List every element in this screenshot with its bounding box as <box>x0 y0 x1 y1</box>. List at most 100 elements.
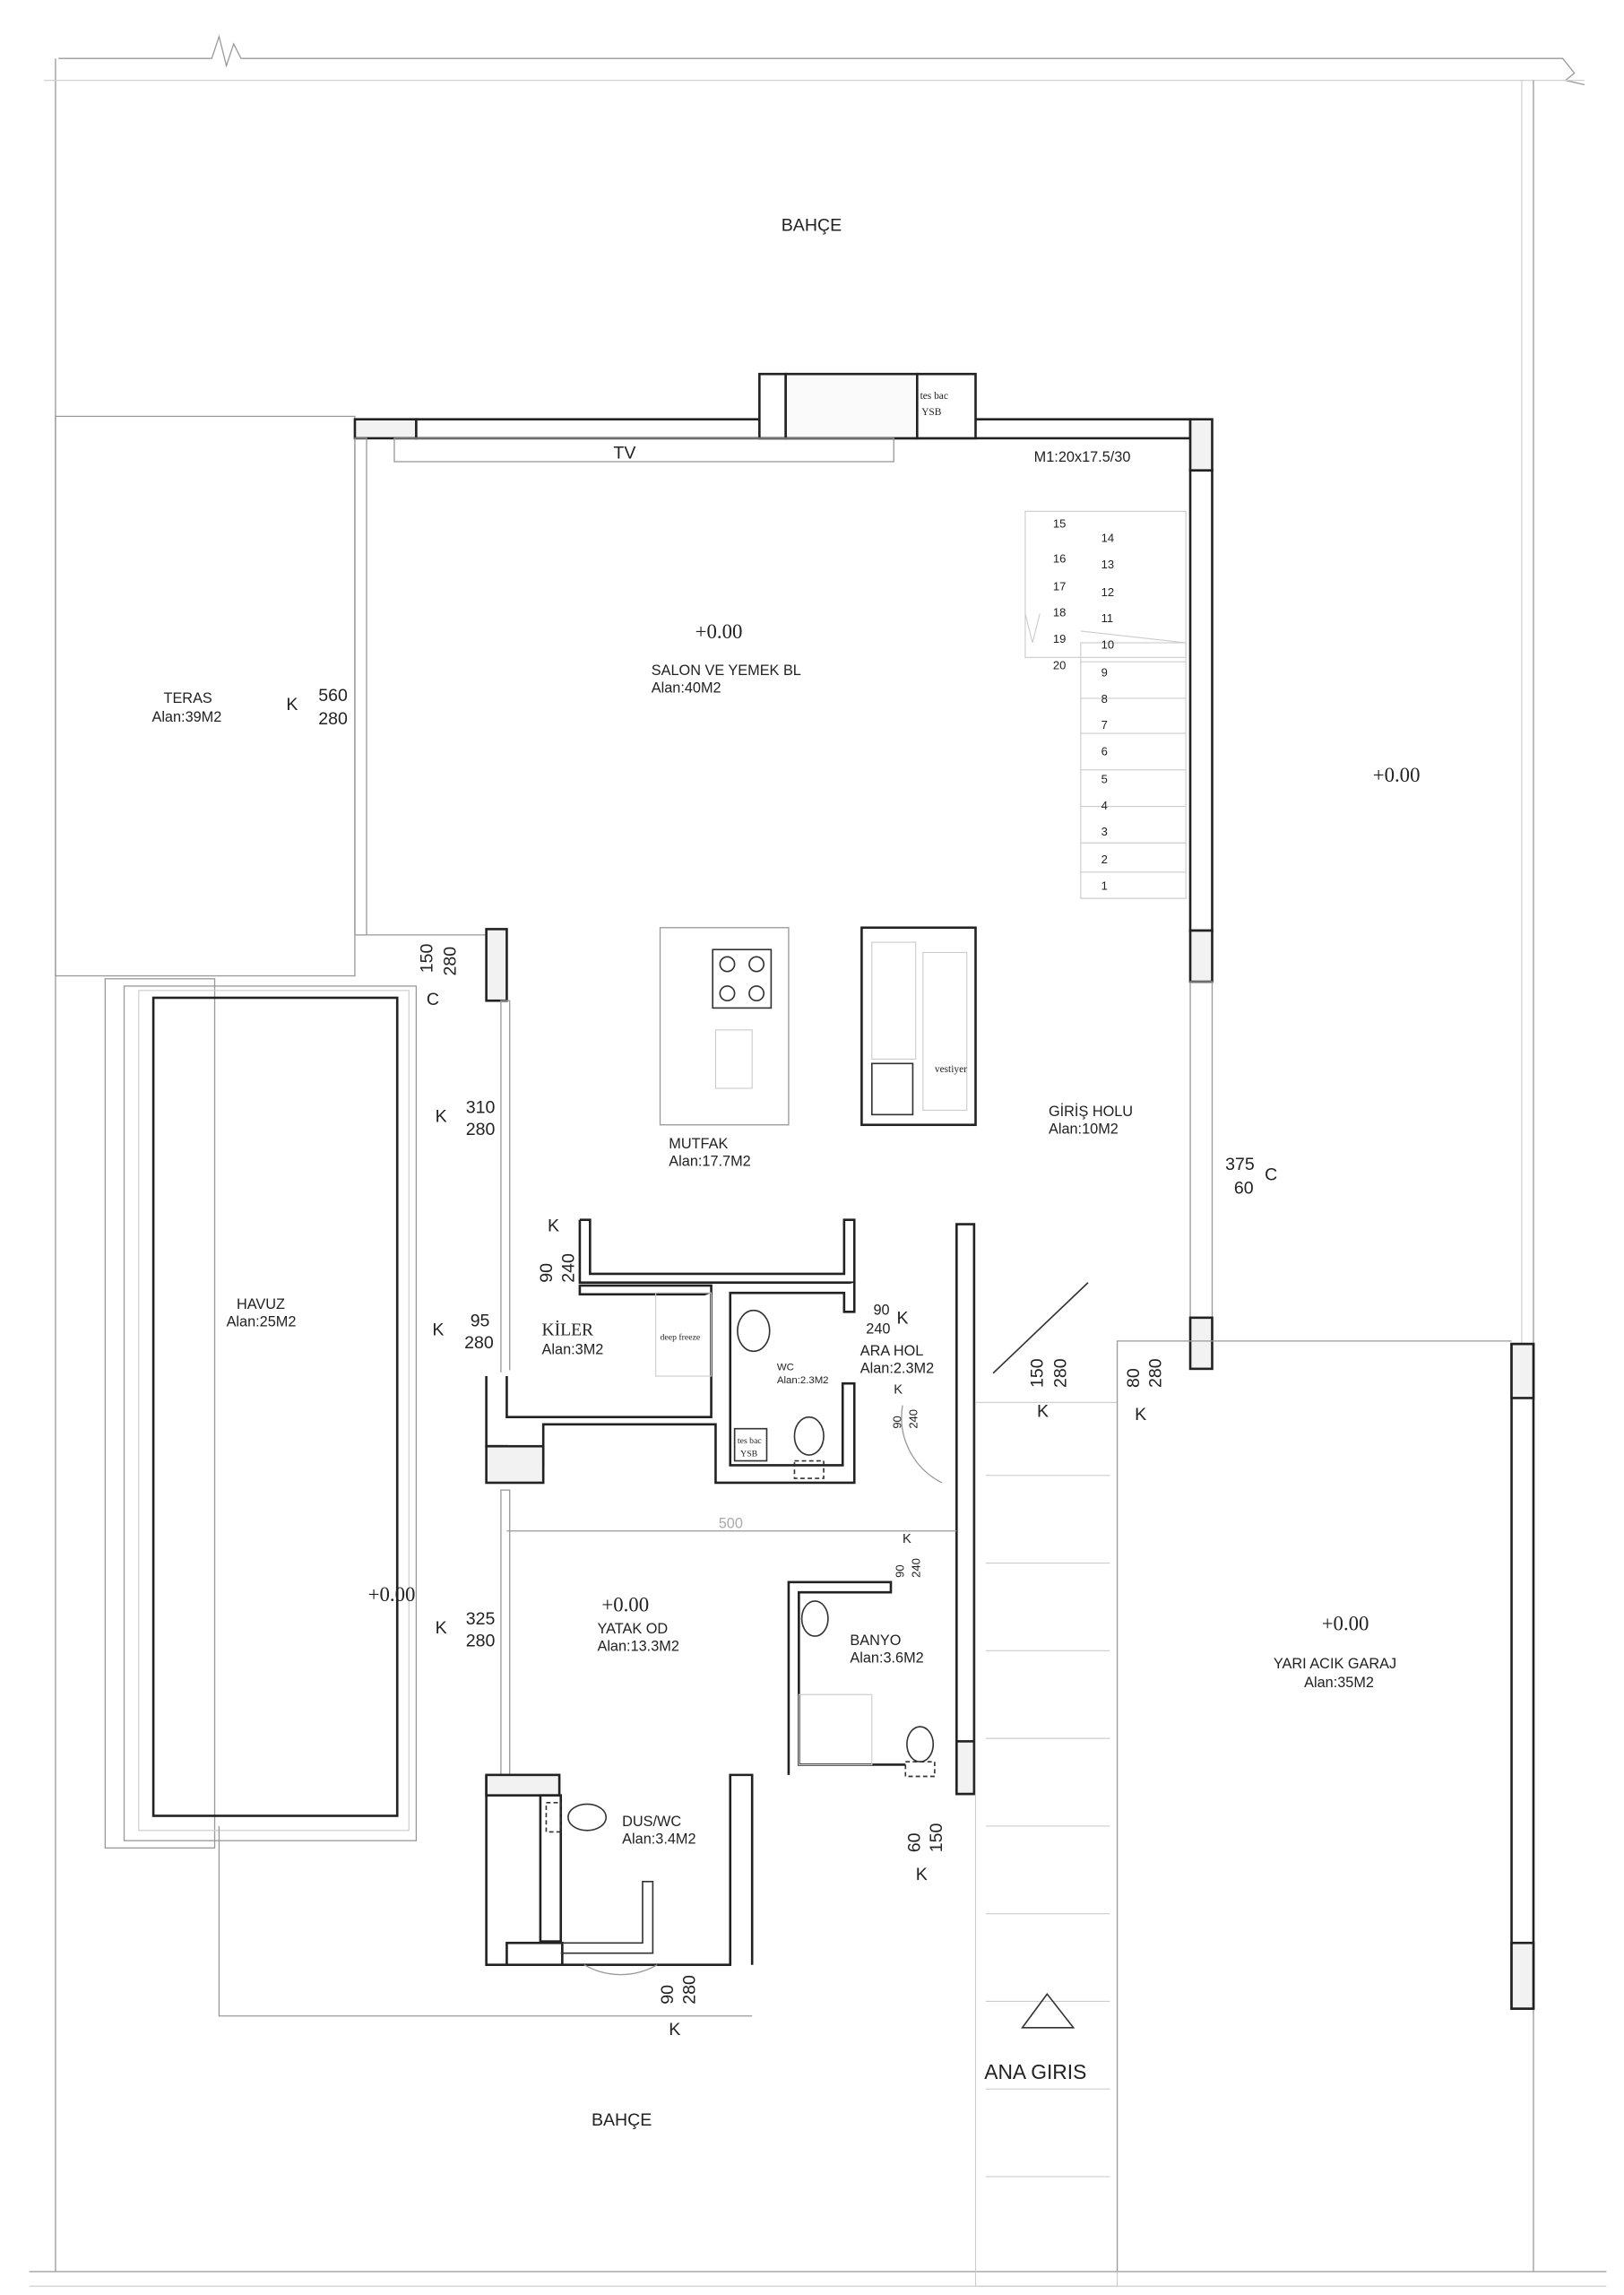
tes-bac-label-wc: tes bac <box>738 1436 763 1446</box>
step-number: 17 <box>1053 579 1066 593</box>
opening-type: K <box>897 1308 909 1328</box>
room-name-teras: TERAS <box>164 690 212 706</box>
opening-height: 150 <box>927 1823 946 1852</box>
ysb-label: YSB <box>921 407 942 418</box>
opening-type: K <box>669 2020 680 2040</box>
main-entrance-label: ANA GIRIS <box>984 2060 1086 2083</box>
room-name-wc: WC <box>777 1362 794 1373</box>
ysb-label-wc: YSB <box>740 1450 757 1459</box>
step-number: 13 <box>1101 558 1114 571</box>
entrance-path <box>974 1401 1119 2287</box>
room-area-wc: Alan:2.3M2 <box>777 1375 829 1386</box>
room-area-teras: Alan:39M2 <box>151 709 221 725</box>
kitchen-island <box>659 927 790 1126</box>
opening-type: K <box>432 1320 444 1339</box>
step-number: 6 <box>1101 744 1108 758</box>
tv-label: TV <box>613 444 635 463</box>
step-number: 15 <box>1053 516 1066 530</box>
room-area-yatak: Alan:13.3M2 <box>597 1638 678 1654</box>
step-number: 19 <box>1053 632 1066 645</box>
opening-width: 325 <box>466 1609 496 1629</box>
room-name-banyo: BANYO <box>850 1632 901 1649</box>
opening-width: 560 <box>318 686 348 706</box>
opening-height: 280 <box>466 1631 496 1650</box>
wardrobe <box>860 926 977 1127</box>
room-area-giris: Alan:10M2 <box>1049 1122 1119 1138</box>
corridor-wall <box>955 1223 976 1796</box>
opening-type: C <box>427 990 439 1009</box>
step-number: 4 <box>1101 799 1108 812</box>
opening-type: K <box>436 1106 447 1126</box>
opening-type: K <box>1135 1405 1146 1425</box>
room-area-duswc: Alan:3.4M2 <box>622 1831 695 1847</box>
step-number: 3 <box>1101 825 1108 838</box>
step-number: 16 <box>1053 551 1066 565</box>
opening-type: K <box>436 1618 447 1638</box>
main-entrance-arrow-icon <box>1021 1992 1075 2029</box>
step-number: 10 <box>1101 638 1114 652</box>
opening-type: K <box>903 1532 911 1546</box>
opening-type: K <box>894 1383 903 1398</box>
opening-width: 310 <box>466 1098 496 1118</box>
step-number: 11 <box>1101 611 1114 625</box>
step-number: 20 <box>1053 658 1066 671</box>
room-name-salon: SALON VE YEMEK BL <box>652 663 801 679</box>
room-name-arahol: ARA HOL <box>860 1343 924 1359</box>
opening-width: 150 <box>417 944 436 974</box>
opening-labels: K 560 280 C 150 280 K 310 280 C 375 60 K… <box>286 686 1277 2040</box>
opening-width: 150 <box>1027 1358 1047 1388</box>
stair-spec: M1:20x17.5/30 <box>1034 449 1131 465</box>
opening-height: 280 <box>464 1333 494 1353</box>
level-garaj: +0.00 <box>1322 1613 1369 1635</box>
pool <box>104 978 418 1849</box>
opening-type: K <box>1037 1402 1049 1422</box>
step-number: 12 <box>1101 585 1114 599</box>
entrance-door-swing <box>992 1282 1089 1374</box>
room-area-havuz: Alan:25M2 <box>227 1314 297 1330</box>
room-area-banyo: Alan:3.6M2 <box>850 1650 923 1666</box>
opening-width: 90 <box>658 1985 678 2005</box>
room-area-mutfak: Alan:17.7M2 <box>669 1153 750 1169</box>
room-area-arahol: Alan:2.3M2 <box>860 1361 934 1377</box>
dus-wc-walls <box>485 1773 754 1976</box>
staircase <box>1024 510 1187 899</box>
stair-step-numbers: 1 2 3 4 5 6 7 8 9 10 11 12 13 14 15 16 1… <box>1053 516 1114 892</box>
opening-height: 280 <box>1145 1358 1165 1388</box>
step-number: 14 <box>1101 532 1114 545</box>
opening-width: 90 <box>890 1416 903 1428</box>
opening-height: 60 <box>1234 1178 1254 1198</box>
dimension-500: 500 <box>719 1515 743 1531</box>
tes-bac-label: tes bac <box>920 391 948 402</box>
opening-width: 60 <box>905 1832 925 1852</box>
opening-width: 90 <box>873 1303 889 1319</box>
room-name-garaj: YARI ACIK GARAJ <box>1274 1656 1396 1672</box>
level-yatak: +0.00 <box>601 1593 649 1615</box>
room-label-bahce-top: BAHÇE <box>782 215 842 235</box>
opening-height: 280 <box>318 709 348 729</box>
opening-height: 280 <box>440 947 460 976</box>
opening-height: 240 <box>558 1253 578 1283</box>
opening-width: 90 <box>894 1564 907 1577</box>
opening-width: 375 <box>1225 1155 1255 1174</box>
room-name-kiler: KİLER <box>542 1321 595 1339</box>
room-area-salon: Alan:40M2 <box>652 680 721 696</box>
house-walls <box>353 372 1214 1776</box>
opening-height: 240 <box>866 1321 890 1338</box>
step-number: 2 <box>1101 853 1108 866</box>
level-salon: +0.00 <box>695 620 743 643</box>
opening-height: 280 <box>466 1120 496 1139</box>
opening-width: 80 <box>1124 1368 1144 1388</box>
step-number: 9 <box>1101 665 1108 679</box>
step-number: 1 <box>1101 879 1108 892</box>
opening-width: 90 <box>537 1263 557 1283</box>
step-number: 18 <box>1053 606 1066 619</box>
vestiyer-label: vestiyer <box>935 1064 967 1075</box>
room-name-havuz: HAVUZ <box>237 1296 285 1312</box>
level-pool: +0.00 <box>368 1583 416 1606</box>
step-number: 5 <box>1101 772 1108 785</box>
opening-height: 280 <box>680 1975 700 2005</box>
room-name-duswc: DUS/WC <box>622 1814 681 1830</box>
opening-type: K <box>286 695 298 714</box>
opening-type: K <box>916 1865 928 1884</box>
